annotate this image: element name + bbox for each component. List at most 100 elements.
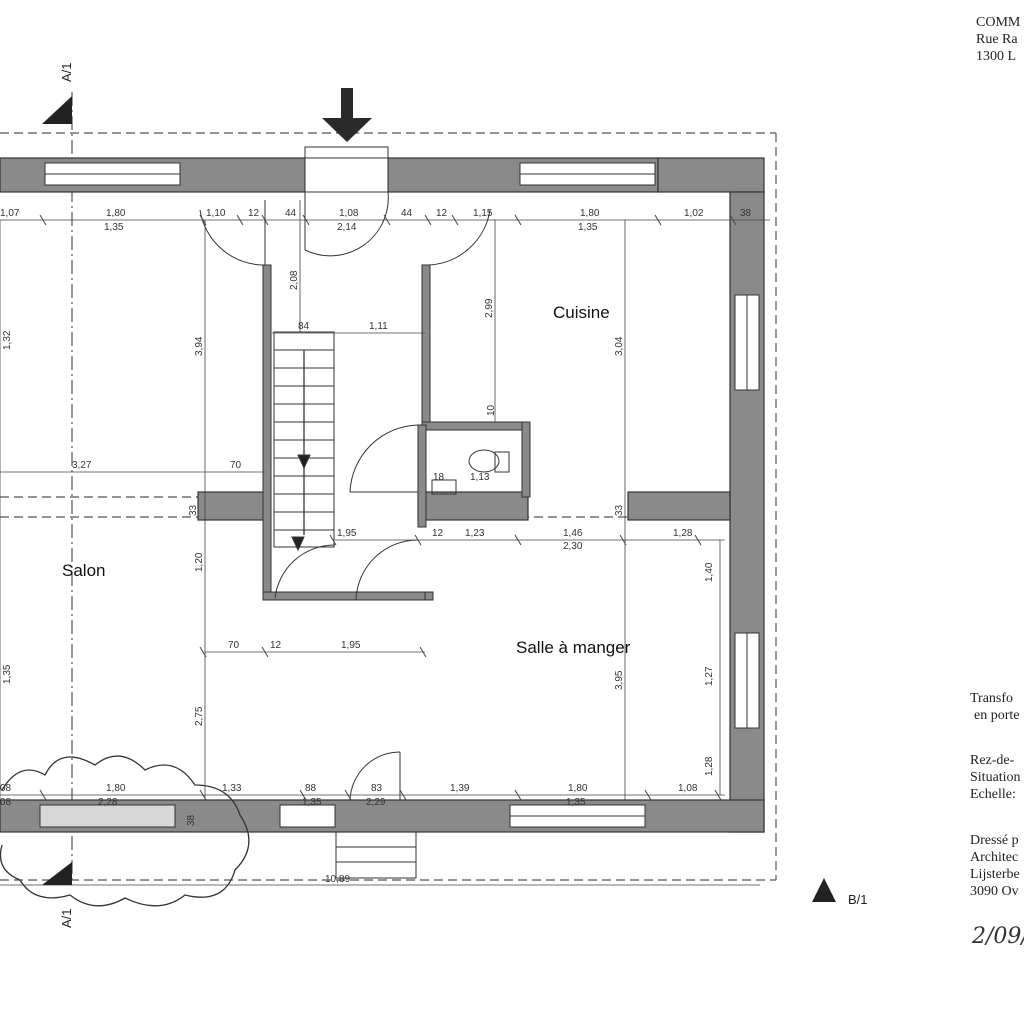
dimension-ticks bbox=[39, 214, 737, 801]
dim-top-3: 1,10 bbox=[206, 208, 226, 219]
dim-bottom-6: 1,39 bbox=[450, 783, 470, 794]
project-line-1: Transfo bbox=[970, 691, 1014, 706]
room-label-salon: Salon bbox=[62, 561, 105, 580]
dim-wc-2: 1,13 bbox=[470, 472, 490, 483]
section-label-a-top: A/1 bbox=[59, 62, 74, 82]
dim-bottom-2: 1,80 bbox=[106, 783, 126, 794]
exterior-walls bbox=[0, 157, 765, 833]
dim-v-stair: 2,08 bbox=[289, 270, 300, 290]
title-block-plan-info: Rez-de- Situation Echelle: bbox=[970, 752, 1021, 803]
author-line-4: 3090 Ov bbox=[970, 884, 1019, 899]
dim-top2-2: 2,14 bbox=[337, 222, 357, 233]
dim-wc-3: 18 bbox=[433, 472, 445, 483]
plan-info-line-1: Rez-de- bbox=[970, 753, 1015, 768]
section-label-b: B/1 bbox=[848, 892, 868, 907]
dim-corr-3: 1,23 bbox=[465, 528, 485, 539]
dim-right-2: 1,27 bbox=[704, 666, 715, 686]
dim-total: 10,89 bbox=[325, 874, 350, 885]
dim-top-9: 1,15 bbox=[473, 208, 493, 219]
dim-bottom2-1: 08 bbox=[0, 797, 12, 808]
address-line-1: COMM bbox=[976, 15, 1021, 30]
entrance-opening bbox=[304, 146, 389, 193]
dim-mid-3: 33 bbox=[188, 504, 199, 516]
dim-bottom2-2: 2,28 bbox=[98, 797, 118, 808]
dim-mid-2: 70 bbox=[230, 460, 242, 471]
section-marker-a-top: A/1 bbox=[42, 62, 74, 124]
dim-corr-4: 1,46 bbox=[563, 528, 583, 539]
dim-bottom-8: 1,08 bbox=[678, 783, 698, 794]
dim-wc-1: 10 bbox=[486, 404, 497, 416]
dim-top-4: 12 bbox=[248, 208, 260, 219]
entrance-arrow-icon bbox=[322, 88, 372, 142]
dim-top-11: 1,02 bbox=[684, 208, 704, 219]
dim-v-left-1: 1,32 bbox=[2, 330, 13, 350]
windows bbox=[39, 162, 760, 828]
plan-info-line-3: Echelle: bbox=[970, 787, 1016, 802]
dim-top-8: 12 bbox=[436, 208, 448, 219]
dim-right-1: 1,40 bbox=[704, 562, 715, 582]
outline-dashed bbox=[0, 92, 777, 881]
title-block-project: Transfo en porte bbox=[970, 690, 1019, 724]
dim-corr-5: 2,30 bbox=[563, 541, 583, 552]
dim-v-cuisine: 2,99 bbox=[484, 298, 495, 318]
project-line-2: en porte bbox=[974, 708, 1020, 723]
dim-top-5: 44 bbox=[285, 208, 297, 219]
handwritten-date: 2/09/ bbox=[972, 924, 1024, 949]
author-line-3: Lijsterbe bbox=[970, 867, 1020, 882]
dim-corr-2: 12 bbox=[432, 528, 444, 539]
dim-top-1: 1,07 bbox=[0, 208, 20, 219]
staircase bbox=[273, 331, 335, 552]
dim-corr-6: 1,28 bbox=[673, 528, 693, 539]
dim-top-2: 1,80 bbox=[106, 208, 126, 219]
interior-walls bbox=[262, 264, 531, 601]
dim-bottom2-4: 2,29 bbox=[366, 797, 386, 808]
dim-mid-4: 33 bbox=[614, 504, 625, 516]
dim-top-6: 1,08 bbox=[339, 208, 359, 219]
dim-lower-2: 12 bbox=[270, 640, 282, 651]
dim-corr-1: 1,95 bbox=[337, 528, 357, 539]
dim-stair-1: 84 bbox=[298, 321, 310, 332]
title-block-author: Dressé p Architec Lijsterbe 3090 Ov bbox=[970, 832, 1020, 900]
dim-right-3: 1,28 bbox=[704, 756, 715, 776]
address-line-3: 1300 L bbox=[976, 49, 1017, 64]
dim-top-7: 44 bbox=[401, 208, 413, 219]
revision-cloud bbox=[0, 755, 250, 907]
dim-v-left-2: 1,35 bbox=[2, 664, 13, 684]
toilet-icon bbox=[468, 449, 510, 473]
dim-bottom-4: 88 bbox=[305, 783, 317, 794]
room-label-salle-a-manger: Salle à manger bbox=[516, 638, 631, 657]
plan-info-line-2: Situation bbox=[970, 770, 1021, 785]
section-marker-a-bottom: A/1 bbox=[42, 862, 74, 928]
dimension-lines bbox=[0, 200, 770, 886]
room-label-cuisine: Cuisine bbox=[553, 303, 610, 322]
address-line-2: Rue Ra bbox=[976, 32, 1018, 47]
door-swings bbox=[199, 191, 491, 801]
section-label-a-bottom: A/1 bbox=[59, 908, 74, 928]
dim-top-10: 1,80 bbox=[580, 208, 600, 219]
exterior-steps bbox=[335, 831, 417, 879]
dim-lower-3: 1,95 bbox=[341, 640, 361, 651]
washbasin-icon bbox=[431, 479, 457, 495]
dim-v-center-4: 2,75 bbox=[194, 706, 205, 726]
dim-top-12: 38 bbox=[740, 208, 752, 219]
dim-bottom-3: 1,33 bbox=[222, 783, 242, 794]
dim-stair-2: 1,11 bbox=[369, 321, 388, 332]
dim-v-center-5: 3,95 bbox=[614, 670, 625, 690]
dim-bottom-1: 08 bbox=[0, 783, 12, 794]
dim-mid-1: 3,27 bbox=[72, 460, 92, 471]
dim-v-center-3: 1,20 bbox=[194, 552, 205, 572]
dim-top2-3: 1,35 bbox=[578, 222, 598, 233]
dim-v-center-1: 3,94 bbox=[194, 336, 205, 356]
dim-v-center-2: 3,04 bbox=[614, 336, 625, 356]
dimension-texts: 1,07 1,80 1,10 12 44 1,08 44 12 1,15 1,8… bbox=[0, 208, 752, 885]
dim-wall-38: 38 bbox=[186, 814, 197, 826]
section-marker-b: B/1 bbox=[812, 878, 868, 907]
dim-bottom-5: 83 bbox=[371, 783, 383, 794]
author-line-2: Architec bbox=[970, 850, 1019, 865]
dim-lower-1: 70 bbox=[228, 640, 240, 651]
dim-bottom-7: 1,80 bbox=[568, 783, 588, 794]
dim-bottom2-5: 1,35 bbox=[566, 797, 586, 808]
dim-top2-1: 1,35 bbox=[104, 222, 124, 233]
title-block-address: COMM Rue Ra 1300 L bbox=[976, 14, 1020, 65]
